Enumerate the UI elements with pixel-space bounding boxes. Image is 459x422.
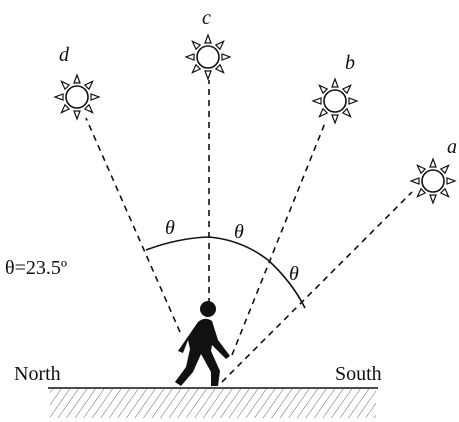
sun-d-label: d — [59, 44, 70, 66]
sun-a-icon — [410, 158, 456, 204]
south-label: South — [335, 363, 382, 385]
theta-value-label: θ=23.5º — [5, 257, 67, 279]
angle-arc-1 — [145, 236, 210, 251]
angle-theta-2: θ — [234, 221, 244, 243]
sun-b-icon — [312, 78, 358, 124]
ray-d — [85, 117, 181, 333]
sun-d-icon — [54, 74, 100, 120]
angle-theta-3: θ — [289, 263, 299, 285]
sun-c-label: c — [202, 7, 211, 29]
ray-b — [231, 122, 326, 356]
ray-a — [221, 191, 413, 383]
ground-hatch — [50, 389, 376, 418]
sun-a-label: a — [447, 136, 457, 158]
angle-arc-2 — [208, 236, 269, 261]
angle-arc-3 — [267, 259, 306, 309]
angle-theta-1: θ — [165, 217, 175, 239]
sun-c-icon — [185, 34, 231, 80]
person-icon — [175, 301, 230, 386]
sun-b-label: b — [345, 52, 355, 74]
north-label: North — [14, 363, 61, 385]
